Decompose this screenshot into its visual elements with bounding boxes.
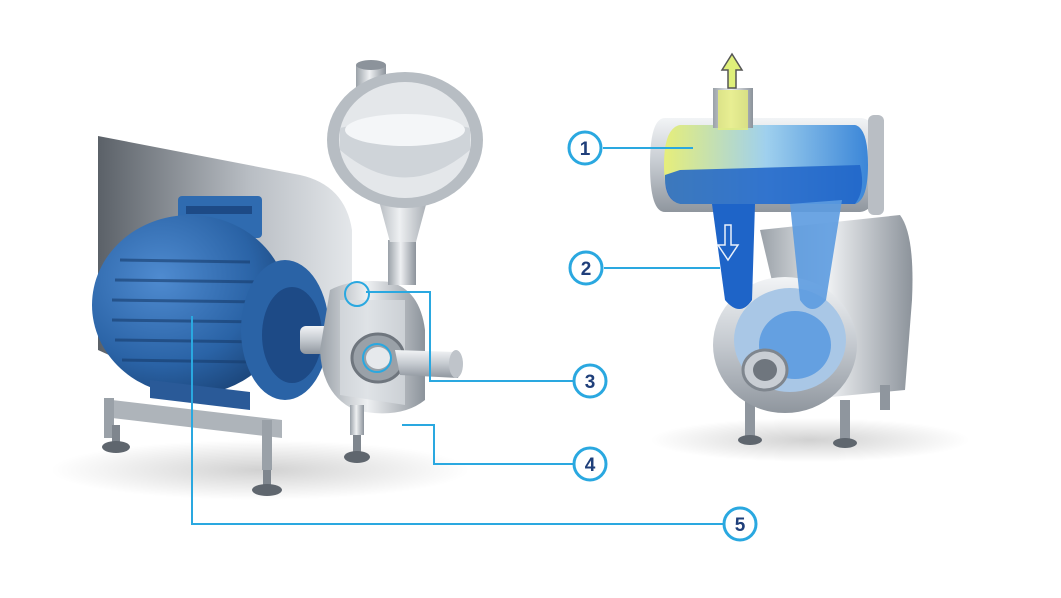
outlet-pipe (395, 350, 463, 378)
callout-number-2: 2 (581, 259, 592, 280)
callout-badge-5: 5 (722, 506, 758, 542)
callout-number-4: 4 (585, 455, 596, 476)
callout-line-5 (191, 316, 723, 525)
liquid-feed-channel (790, 200, 842, 309)
callout-badge-3: 3 (572, 363, 608, 399)
adjustable-feet (102, 425, 370, 496)
pump-casing (320, 281, 425, 414)
callout-badge-4: 4 (572, 446, 608, 482)
callout-number-3: 3 (585, 372, 596, 393)
callout-line-3 (366, 291, 573, 382)
callout-badge-2: 2 (568, 250, 604, 286)
electric-motor (92, 196, 329, 410)
separation-chamber (650, 115, 884, 215)
callout-line-4 (402, 424, 573, 465)
arrow-down-icon (716, 224, 740, 262)
callout-badge-1: 1 (567, 130, 603, 166)
callout-target-3b (362, 343, 392, 373)
callout-target-3a (344, 281, 370, 307)
left-pump-assembly (50, 60, 483, 500)
callout-number-5: 5 (735, 515, 746, 536)
drain-valve (350, 405, 364, 435)
inlet-funnel (327, 60, 483, 285)
liquid-return-channel (712, 204, 755, 309)
callout-number-1: 1 (580, 139, 591, 160)
arrow-up-icon (720, 52, 744, 89)
base-frame (112, 400, 282, 438)
right-pump-assembly (650, 52, 970, 462)
callout-lines (191, 147, 723, 525)
